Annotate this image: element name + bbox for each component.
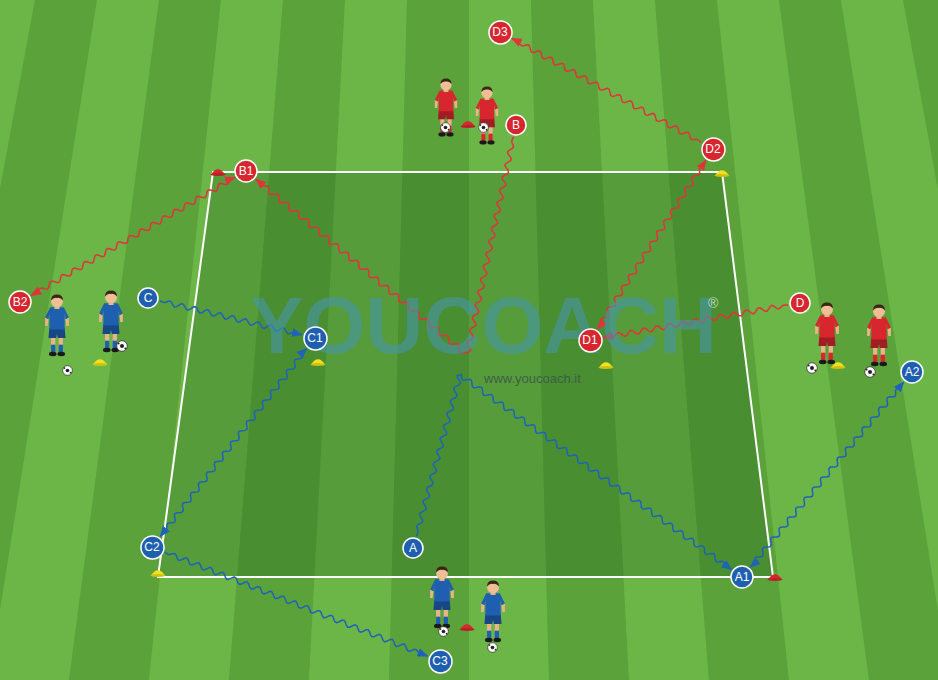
player: [867, 305, 891, 367]
marker-disc: [731, 566, 753, 588]
cone: [715, 170, 730, 177]
position-marker: B: [505, 114, 527, 136]
watermark-logo: YOUCOACH: [250, 286, 717, 366]
position-label: D1: [582, 334, 597, 346]
ball: [807, 363, 818, 374]
position-label: D3: [492, 26, 507, 38]
cone: [211, 169, 226, 176]
cone: [461, 121, 476, 128]
position-marker: B2: [8, 290, 32, 314]
position-marker: C1: [303, 326, 328, 351]
position-label: C3: [432, 655, 447, 667]
cone: [93, 359, 108, 366]
dribble-path: [165, 552, 428, 656]
position-label: C1: [307, 332, 322, 344]
cone: [768, 574, 783, 581]
dribble-path: [512, 39, 701, 143]
marker-disc: [138, 288, 158, 308]
position-marker: D1: [578, 328, 603, 353]
player: [476, 86, 498, 144]
marker-disc: [403, 538, 423, 558]
player: [481, 581, 505, 643]
position-label: A: [409, 542, 417, 554]
position-marker: A1: [730, 565, 754, 589]
dribble-path: [160, 349, 306, 537]
trademark-mark: ®: [708, 296, 718, 310]
player: [430, 567, 454, 629]
cone: [151, 570, 166, 577]
dribble-path: [750, 382, 903, 567]
dribble-path: [416, 374, 731, 569]
position-marker: D: [789, 292, 811, 314]
position-marker: C2: [140, 535, 165, 560]
marker-disc: [304, 327, 327, 350]
marker-disc: [702, 138, 725, 161]
position-label: C: [144, 292, 153, 304]
position-label: B2: [13, 296, 28, 308]
position-marker: A2: [900, 360, 924, 384]
ball: [479, 123, 489, 133]
player: [45, 295, 69, 357]
position-marker: C: [137, 287, 159, 309]
position-marker: A: [402, 537, 424, 559]
player: [815, 303, 839, 365]
dribble-path: [31, 178, 235, 296]
position-marker: D3: [488, 20, 513, 45]
marker-disc: [429, 650, 452, 673]
watermark-url: www.youcoach.it: [484, 372, 581, 385]
position-label: B1: [239, 165, 254, 177]
position-marker: B1: [234, 159, 258, 183]
marker-disc: [579, 329, 602, 352]
ball: [441, 123, 451, 133]
position-label: A1: [735, 571, 750, 583]
dribble-paths: [31, 39, 903, 657]
marker-disc: [489, 21, 512, 44]
ball: [439, 627, 449, 637]
cone: [460, 624, 475, 631]
marker-disc: [901, 361, 923, 383]
drill-square: [158, 172, 773, 577]
marker-disc: [506, 115, 526, 135]
ball: [488, 643, 498, 653]
ball: [63, 366, 73, 376]
ball: [117, 341, 128, 352]
position-label: C2: [144, 541, 159, 553]
marker-disc: [235, 160, 257, 182]
marker-disc: [141, 536, 164, 559]
position-label: B: [512, 119, 520, 131]
position-marker: C3: [428, 649, 453, 674]
marker-disc: [790, 293, 810, 313]
players: [45, 78, 891, 642]
balls: [63, 123, 876, 653]
grass-stripe: [903, 0, 938, 680]
position-label: D2: [705, 143, 720, 155]
position-marker: D2: [701, 137, 726, 162]
marker-disc: [9, 291, 31, 313]
ball: [865, 367, 876, 378]
player: [435, 78, 457, 136]
position-label: A2: [905, 366, 920, 378]
position-label: D: [796, 297, 805, 309]
